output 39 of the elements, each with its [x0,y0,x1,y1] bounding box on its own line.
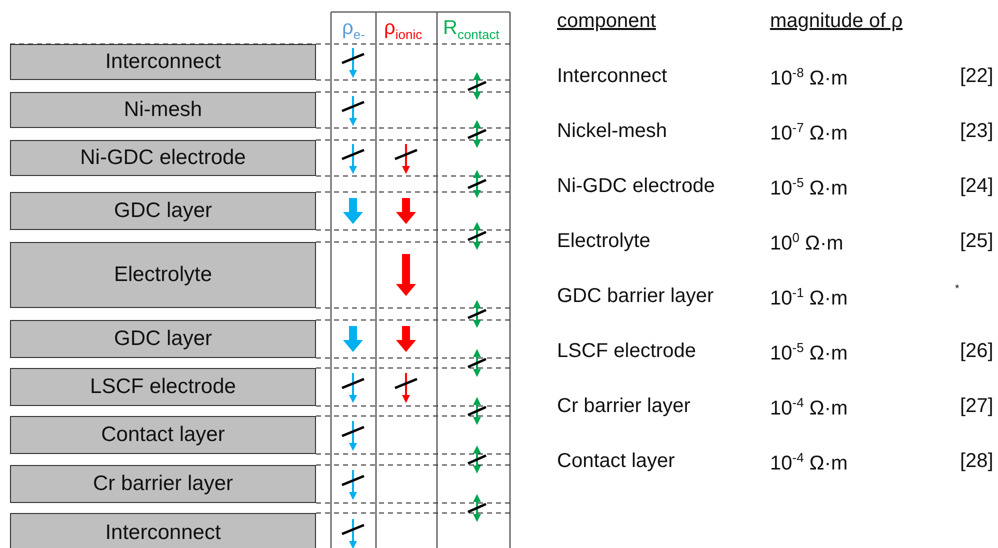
reference-number: [22] [960,66,994,86]
resistivity-value: 10$^{-4}$ Ω·m [770,451,848,474]
reference-number: [24] [960,176,994,196]
layer-box: Electrolyte [10,242,316,308]
resistivity-value: 10$^{0}$ Ω·m [770,231,844,254]
component-name: Nickel-mesh [557,121,668,141]
layer-box: GDC layer [10,320,316,358]
resistivity-value: 10$^{-7}$ Ω·m [770,121,848,144]
component-name: Cr barrier layer [557,396,690,416]
component-name: Interconnect [557,66,668,86]
reference-number: * [955,284,960,295]
resistivity-value: 10$^{-5}$ Ω·m [770,341,848,364]
resistivity-value: 10$^{-5}$ Ω·m [770,176,848,199]
layer-box: Interconnect [10,44,316,80]
reference-number: [26] [960,341,994,361]
layer-box: Cr barrier layer [10,465,316,503]
reference-number: [27] [960,396,994,416]
resistivity-value: 10$^{-1}$ Ω·m [770,286,848,309]
resistivity-value: 10$^{-8}$ Ω·m [770,66,848,89]
layer-box: Contact layer [10,416,316,454]
layer-box: GDC layer [10,192,316,230]
table-header: component [557,11,656,31]
component-name: Contact layer [557,451,675,471]
column-header: ρ$_{ionic}$ [384,18,422,41]
layer-box: Interconnect [10,513,316,548]
component-name: Electrolyte [557,231,650,251]
column-header: ρ$_{e-}$ [342,18,365,41]
resistivity-value: 10$^{-4}$ Ω·m [770,396,848,419]
component-name: GDC barrier layer [557,286,714,306]
reference-number: [28] [960,451,994,471]
table-header: magnitude of ρ [770,11,903,31]
reference-number: [23] [960,121,994,141]
layer-box: Ni-mesh [10,92,316,128]
component-name: Ni-GDC electrode [557,176,715,196]
reference-number: [25] [960,231,994,251]
component-name: LSCF electrode [557,341,696,361]
layer-box: Ni-GDC electrode [10,140,316,176]
layer-box: LSCF electrode [10,368,316,406]
column-header: R$_{contact}$ [443,18,500,41]
